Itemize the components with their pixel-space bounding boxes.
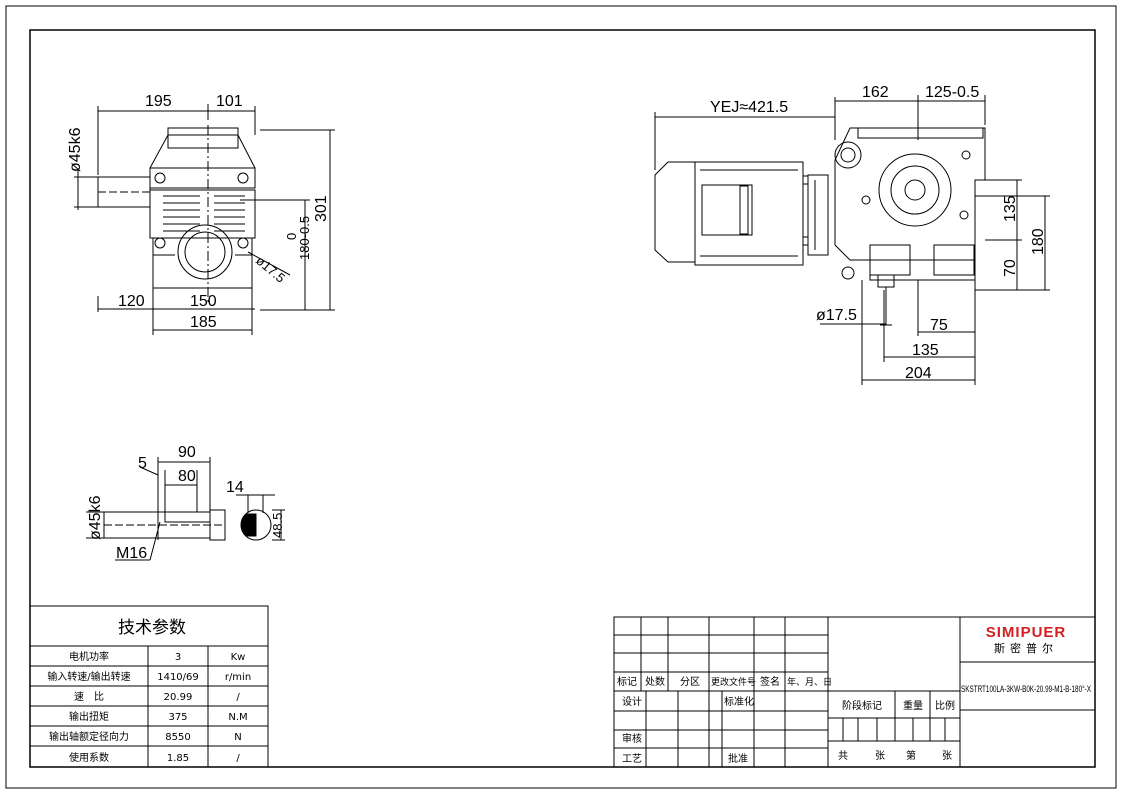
front-view: [74, 104, 335, 335]
dim-120: 120: [118, 293, 145, 310]
param-value: 1410/69: [157, 672, 199, 683]
dim-185: 185: [190, 314, 217, 331]
label-page: 第: [906, 749, 916, 762]
front-view-labels: 195 101 ø45k6 301 0 180-0.5 ø17.5 120 15…: [67, 93, 330, 331]
dim-204: 204: [905, 365, 932, 382]
side-view-labels: YEJ≈421.5 162 125-0.5 135 180 70 ø17.5 7…: [710, 84, 1047, 382]
dim-shaft-dia: ø45k6: [67, 127, 84, 172]
header-zone: 分区: [680, 676, 700, 688]
label-design: 设计: [622, 695, 642, 708]
param-name: 速 比: [74, 691, 104, 703]
dim-80: 80: [178, 468, 196, 485]
label-weight: 重量: [903, 699, 923, 712]
param-name: 使用系数: [69, 751, 109, 764]
dim-5: 5: [138, 455, 147, 472]
brand-logo-cn: 斯密普尔: [994, 641, 1058, 655]
dim-301: 301: [313, 195, 330, 222]
dim-162: 162: [862, 84, 889, 101]
header-count: 处数: [645, 675, 665, 688]
param-value: 3: [175, 652, 181, 663]
param-value: 8550: [165, 732, 190, 743]
param-name: 输入转速/输出转速: [47, 670, 130, 683]
tech-params-table: [29, 605, 269, 768]
dim-0: 0: [284, 233, 299, 240]
dim-101: 101: [216, 93, 243, 110]
param-name: 输出扭矩: [69, 710, 109, 723]
dim-135-bottom: 135: [912, 342, 939, 359]
dim-195: 195: [145, 93, 172, 110]
param-unit: /: [236, 753, 240, 764]
param-unit: /: [236, 692, 240, 703]
dim-135-right: 135: [1002, 195, 1019, 222]
label-scale: 比例: [935, 699, 955, 712]
param-value: 375: [168, 712, 187, 723]
side-view: [654, 95, 1050, 385]
param-name: 输出轴额定径向力: [49, 730, 129, 743]
param-unit: Kw: [231, 652, 246, 663]
label-review: 审核: [622, 732, 642, 745]
param-name: 电机功率: [69, 650, 109, 663]
param-unit: r/min: [225, 672, 251, 683]
param-value: 20.99: [164, 692, 193, 703]
dim-hole-side: ø17.5: [816, 307, 857, 324]
tech-params-rows: 电机功率 3 Kw 输入转速/输出转速 1410/69 r/min 速 比 20…: [47, 650, 251, 764]
model-number: SKSTRT100LA-3KW-B0K-20.99-M1-B-180°-X: [961, 684, 1091, 694]
param-unit: N: [234, 732, 241, 743]
shaft-view-labels: 90 5 80 14 ø45k6 48.5 M16: [87, 444, 285, 562]
brand-logo: SIMIPUER: [986, 624, 1067, 641]
outer-border: [5, 5, 1117, 789]
param-unit: N.M: [228, 712, 247, 723]
header-mark: 标记: [617, 676, 637, 688]
title-block: [613, 616, 1096, 768]
dim-90: 90: [178, 444, 196, 461]
dim-180-right: 180: [1030, 228, 1047, 255]
label-sheets-2: 张: [942, 750, 952, 762]
label-standard: 标准化: [724, 695, 754, 708]
dim-48-5: 48.5: [270, 513, 285, 538]
dim-14: 14: [226, 479, 244, 496]
header-sign: 签名: [760, 675, 780, 688]
param-value: 1.85: [167, 753, 189, 764]
shaft-view: [86, 457, 285, 561]
inner-border: [29, 29, 1096, 768]
label-total: 共: [838, 750, 848, 762]
title-block-labels: 标记 处数 分区 更改文件号 签名 年、月、日 设计 标准化 审核 工艺 批准 …: [617, 675, 955, 765]
dim-m16: M16: [116, 545, 147, 562]
dim-hole: ø17.5: [253, 253, 288, 286]
header-date: 年、月、日: [787, 676, 832, 688]
label-sheets: 张: [875, 750, 885, 762]
label-approve: 批准: [728, 752, 748, 765]
dim-yej: YEJ≈421.5: [710, 99, 788, 116]
dim-75: 75: [930, 317, 948, 334]
label-stage: 阶段标记: [842, 699, 882, 712]
dim-150: 150: [190, 293, 217, 310]
header-change-doc: 更改文件号: [711, 676, 756, 688]
dim-125: 125-0.5: [925, 84, 979, 101]
label-process: 工艺: [622, 753, 642, 765]
dim-70: 70: [1002, 259, 1019, 277]
tech-params-title: 技术参数: [118, 618, 186, 638]
dim-180: 180-0.5: [297, 216, 312, 260]
dim-shaft-dia-detail: ø45k6: [87, 495, 104, 540]
